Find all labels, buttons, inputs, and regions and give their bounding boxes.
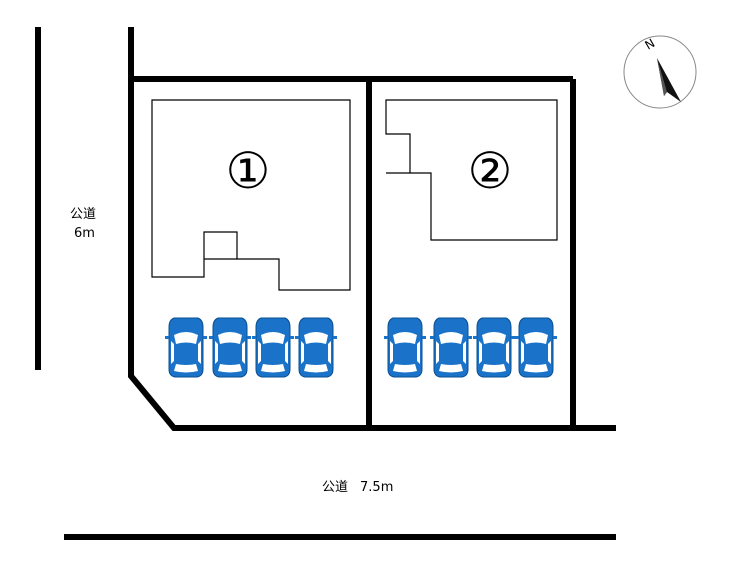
left-road-width: 6m bbox=[74, 226, 95, 241]
north-arrow-icon: N bbox=[623, 35, 697, 109]
site-boundary bbox=[128, 27, 616, 431]
car-icon bbox=[383, 317, 427, 378]
car-icon bbox=[472, 317, 516, 378]
car-icon bbox=[251, 317, 295, 378]
car-icon bbox=[294, 317, 338, 378]
car-icon bbox=[208, 317, 252, 378]
bottom-road-label: 公道 7.5m bbox=[322, 476, 393, 495]
lot-2-building bbox=[385, 99, 558, 241]
bottom-road-width: 7.5m bbox=[360, 480, 394, 495]
car-icon bbox=[429, 317, 473, 378]
lot-1-number: ① bbox=[226, 142, 271, 200]
car-icon bbox=[514, 317, 558, 378]
left-road-name: 公道 bbox=[70, 207, 97, 222]
lot-2-number: ② bbox=[468, 142, 513, 200]
car-icon bbox=[164, 317, 208, 378]
bottom-road-name: 公道 bbox=[322, 480, 349, 495]
